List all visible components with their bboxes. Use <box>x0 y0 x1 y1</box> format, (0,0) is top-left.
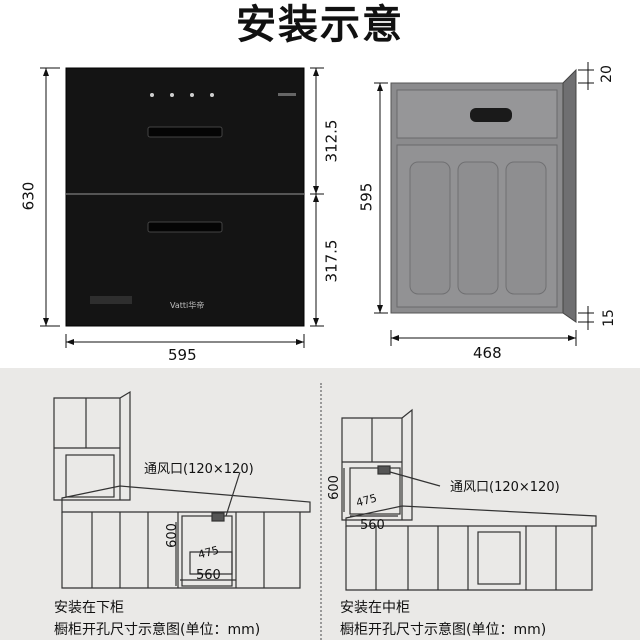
product-dimension-drawings <box>40 62 594 348</box>
middle-vent-label: 通风口(120×120) <box>450 480 560 495</box>
panel-divider <box>320 383 322 640</box>
lower-caption-line2: 橱柜开孔尺寸示意图(单位：mm) <box>54 622 261 638</box>
middle-caption-line1: 安装在中柜 <box>340 600 410 616</box>
model-plate <box>278 93 296 96</box>
middle-cabinet-drawing <box>341 408 597 591</box>
side-rib <box>457 161 499 295</box>
upper-handle <box>147 126 223 138</box>
front-width: 595 <box>168 346 197 364</box>
lower-cabinet-drawing <box>53 390 311 589</box>
middle-height-label: 600 <box>326 475 342 500</box>
lower-handle <box>147 221 223 233</box>
control-button-icon <box>190 93 194 97</box>
control-button-icon <box>150 93 154 97</box>
side-rib <box>409 161 451 295</box>
control-button-icon <box>170 93 174 97</box>
warning-label <box>90 296 132 304</box>
middle-width-label: 560 <box>360 518 385 533</box>
middle-caption-line2: 橱柜开孔尺寸示意图(单位：mm) <box>340 622 547 638</box>
side-depth: 468 <box>473 344 502 362</box>
brand-logo: Vatti华帝 <box>170 301 205 310</box>
cabinet-body <box>65 67 305 327</box>
front-view <box>40 67 324 348</box>
control-button-icon <box>210 93 214 97</box>
side-view <box>374 62 594 346</box>
front-panel-edge <box>562 68 577 323</box>
lower-vent-label: 通风口(120×120) <box>144 462 254 477</box>
side-rib <box>505 161 547 295</box>
lower-width-label: 560 <box>196 568 221 583</box>
lower-height-label: 600 <box>164 523 180 548</box>
page-title: 安装示意 <box>236 2 404 48</box>
lower-caption-line1: 安装在下柜 <box>54 600 124 616</box>
side-handle <box>470 108 512 122</box>
